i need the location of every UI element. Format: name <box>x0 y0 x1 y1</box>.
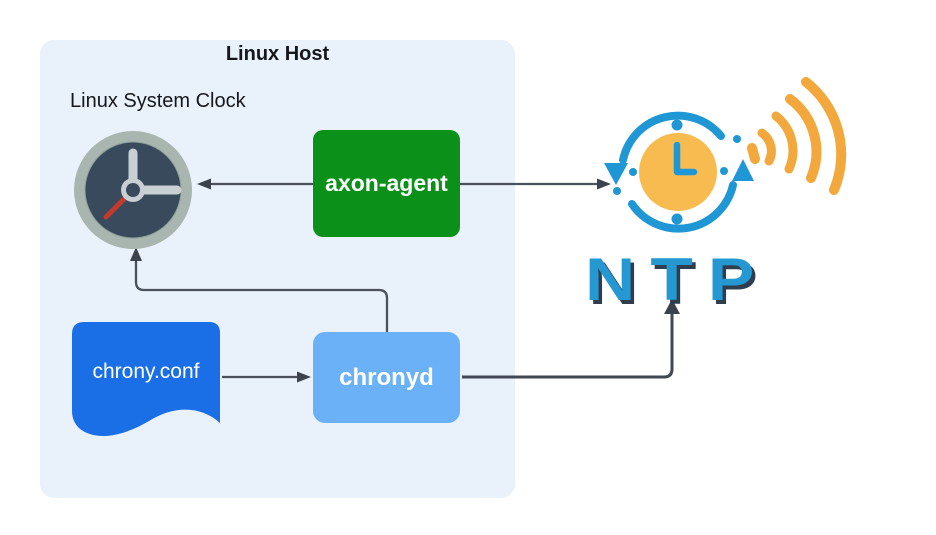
signal-wave <box>771 111 798 174</box>
signal-wave <box>801 77 847 195</box>
node-chronyd: chronyd <box>313 332 460 423</box>
ntp-sync-arc-bottom <box>628 181 737 233</box>
signal-wave <box>747 143 760 164</box>
ntp-wordmark: NTP <box>585 246 770 313</box>
signal-wave <box>757 128 776 166</box>
ntp-arrow-up-icon <box>732 159 754 181</box>
chronyd-label: chronyd <box>339 363 434 391</box>
dot <box>629 168 637 176</box>
linux-host-title: Linux Host <box>225 43 330 65</box>
dot <box>671 213 683 225</box>
chrony-conf-label: chrony.conf <box>92 360 200 383</box>
arrowhead-right-icon <box>597 178 611 190</box>
signal-wave <box>785 94 822 183</box>
ntp-signal-waves-icon <box>747 77 847 195</box>
dot <box>671 119 683 131</box>
dot <box>613 187 621 195</box>
ntp-clock-signal-logo <box>604 77 847 233</box>
ntp-clock-hands <box>673 141 698 176</box>
ntp-sync-arc-top <box>619 111 725 164</box>
dot <box>720 167 728 175</box>
ntp-clock-face <box>639 133 717 211</box>
dot <box>733 135 741 143</box>
ntp-arrow-down-icon <box>604 163 628 185</box>
node-axon-agent: axon-agent <box>313 130 460 237</box>
node-chrony-conf: chrony.conf <box>72 322 220 422</box>
system-clock-label: Linux System Clock <box>70 90 246 112</box>
ntp-orbit-dots <box>613 119 741 225</box>
axon-agent-label: axon-agent <box>325 170 448 196</box>
